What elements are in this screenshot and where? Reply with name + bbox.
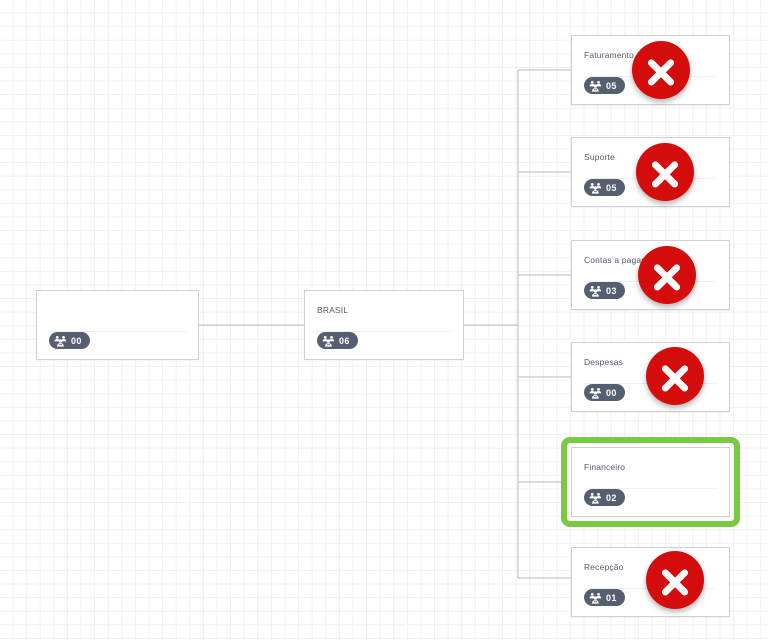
- users-group-icon: [589, 79, 602, 92]
- node-divider: [316, 331, 452, 332]
- org-node-root[interactable]: 00: [36, 290, 199, 360]
- people-count-value: 05: [606, 80, 617, 91]
- users-group-icon: [322, 334, 335, 347]
- org-node-financeiro[interactable]: Financeiro 02: [571, 447, 730, 517]
- people-count-badge[interactable]: 03: [584, 282, 625, 299]
- people-count-value: 02: [606, 492, 617, 503]
- people-count-value: 03: [606, 285, 617, 296]
- org-node-title: Financeiro: [584, 462, 626, 472]
- org-node-title: Contas a pagar: [584, 255, 645, 265]
- users-group-icon: [589, 591, 602, 604]
- people-count-badge[interactable]: 05: [584, 179, 625, 196]
- remove-x-icon-faturamento[interactable]: [632, 41, 690, 99]
- org-node-title: Faturamento: [584, 50, 634, 60]
- org-node-title: Recepção: [584, 562, 624, 572]
- people-count-badge[interactable]: 05: [584, 77, 625, 94]
- remove-x-icon-recepcao[interactable]: [646, 551, 704, 609]
- org-node-title: Despesas: [584, 357, 623, 367]
- remove-x-icon-contas-a-pagar[interactable]: [638, 246, 696, 304]
- node-divider: [48, 331, 187, 332]
- node-divider: [583, 488, 718, 489]
- people-count-value: 01: [606, 592, 617, 603]
- people-count-badge[interactable]: 01: [584, 589, 625, 606]
- org-node-title: Suporte: [584, 152, 615, 162]
- users-group-icon: [54, 334, 67, 347]
- people-count-badge[interactable]: 00: [584, 384, 625, 401]
- remove-x-icon-suporte[interactable]: [636, 143, 694, 201]
- remove-x-icon-despesas[interactable]: [646, 347, 704, 405]
- people-count-badge[interactable]: 02: [584, 489, 625, 506]
- people-count-value: 05: [606, 182, 617, 193]
- users-group-icon: [589, 284, 602, 297]
- people-count-value: 00: [71, 335, 82, 346]
- people-count-value: 00: [606, 387, 617, 398]
- org-node-title: BRASIL: [317, 305, 349, 315]
- users-group-icon: [589, 491, 602, 504]
- users-group-icon: [589, 386, 602, 399]
- users-group-icon: [589, 181, 602, 194]
- people-count-badge[interactable]: 00: [49, 332, 90, 349]
- people-count-badge[interactable]: 06: [317, 332, 358, 349]
- people-count-value: 06: [339, 335, 350, 346]
- org-node-brasil[interactable]: BRASIL 06: [304, 290, 464, 360]
